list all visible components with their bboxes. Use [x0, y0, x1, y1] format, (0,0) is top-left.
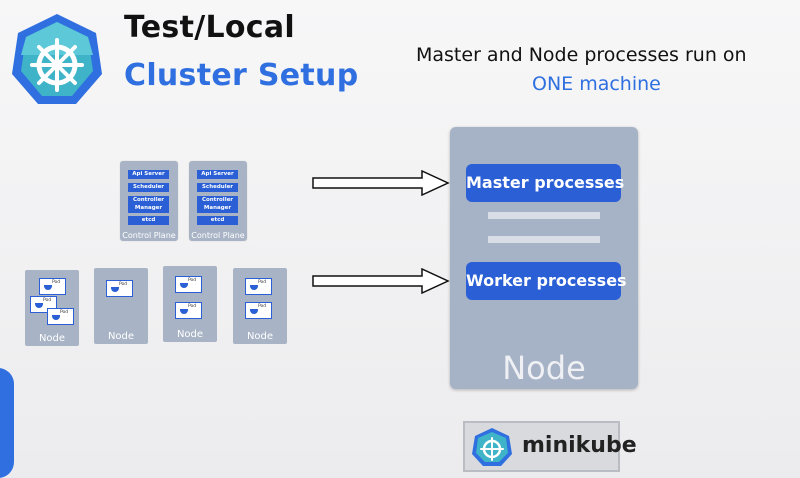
pod-box: Pod	[39, 278, 66, 295]
pod-label: Pod	[43, 298, 52, 303]
pod-box: Pod	[175, 302, 202, 319]
arrow-right-icon	[312, 170, 450, 196]
docker-whale-icon	[35, 303, 43, 308]
docker-whale-icon	[180, 283, 188, 288]
minikube-label: minikube	[522, 433, 637, 458]
docker-whale-icon	[250, 285, 258, 290]
node-caption: Node	[176, 329, 204, 340]
worker-node-box: Pod Pod Node	[233, 268, 287, 344]
docker-whale-icon	[52, 315, 60, 320]
arrow-right-icon	[312, 268, 450, 294]
control-plane-box: Api Server Scheduler Controller Manager …	[189, 161, 247, 241]
api-server-label: Api Server	[128, 170, 169, 179]
pod-label: Pod	[258, 304, 267, 309]
decorative-shape	[0, 368, 14, 478]
worker-node-box: Pod Node	[94, 268, 148, 344]
docker-whale-icon	[111, 287, 119, 292]
divider-line	[488, 236, 600, 243]
control-plane-caption: Control Plane	[122, 231, 176, 240]
pod-label: Pod	[188, 304, 197, 309]
scheduler-label: Scheduler	[128, 183, 169, 192]
control-plane-box: Api Server Scheduler Controller Manager …	[120, 161, 178, 241]
controller-manager-label: Controller Manager	[128, 196, 169, 213]
pod-label: Pod	[188, 278, 197, 283]
pod-box: Pod	[245, 278, 272, 295]
page-title: Test/Local	[124, 10, 296, 45]
etcd-label: etcd	[197, 216, 238, 225]
kubernetes-logo-icon	[8, 10, 106, 108]
pod-label: Pod	[119, 282, 128, 287]
controller-manager-label: Controller Manager	[197, 196, 238, 213]
worker-node-box: Pod Pod Node	[163, 266, 217, 342]
pod-box: Pod	[47, 308, 74, 325]
page-title-highlight: Cluster Setup	[124, 58, 359, 93]
etcd-label: etcd	[128, 216, 169, 225]
worker-processes-label: Worker processes	[466, 262, 627, 300]
docker-whale-icon	[250, 309, 258, 314]
divider-line	[488, 212, 600, 219]
single-node-box: Master processes Worker processes Node	[450, 127, 638, 389]
control-plane-caption: Control Plane	[191, 231, 245, 240]
docker-whale-icon	[44, 285, 52, 290]
master-processes-label: Master processes	[466, 164, 624, 202]
docker-whale-icon	[180, 309, 188, 314]
pod-label: Pod	[258, 280, 267, 285]
node-caption: Node	[107, 331, 135, 342]
pod-box: Pod	[175, 276, 202, 293]
pod-label: Pod	[52, 280, 61, 285]
pod-box: Pod	[106, 280, 133, 297]
pod-label: Pod	[60, 310, 69, 315]
scheduler-label: Scheduler	[197, 183, 238, 192]
pod-box: Pod	[245, 302, 272, 319]
subtitle-highlight: ONE machine	[532, 73, 661, 95]
node-caption: Node	[38, 333, 66, 344]
worker-node-box: Pod Pod Pod Node	[25, 270, 79, 346]
minikube-icon	[472, 428, 512, 466]
api-server-label: Api Server	[197, 170, 238, 179]
node-caption: Node	[246, 331, 274, 342]
minikube-logo: minikube	[463, 421, 637, 472]
subtitle-line: Master and Node processes run on	[416, 44, 747, 66]
node-caption: Node	[502, 349, 586, 387]
